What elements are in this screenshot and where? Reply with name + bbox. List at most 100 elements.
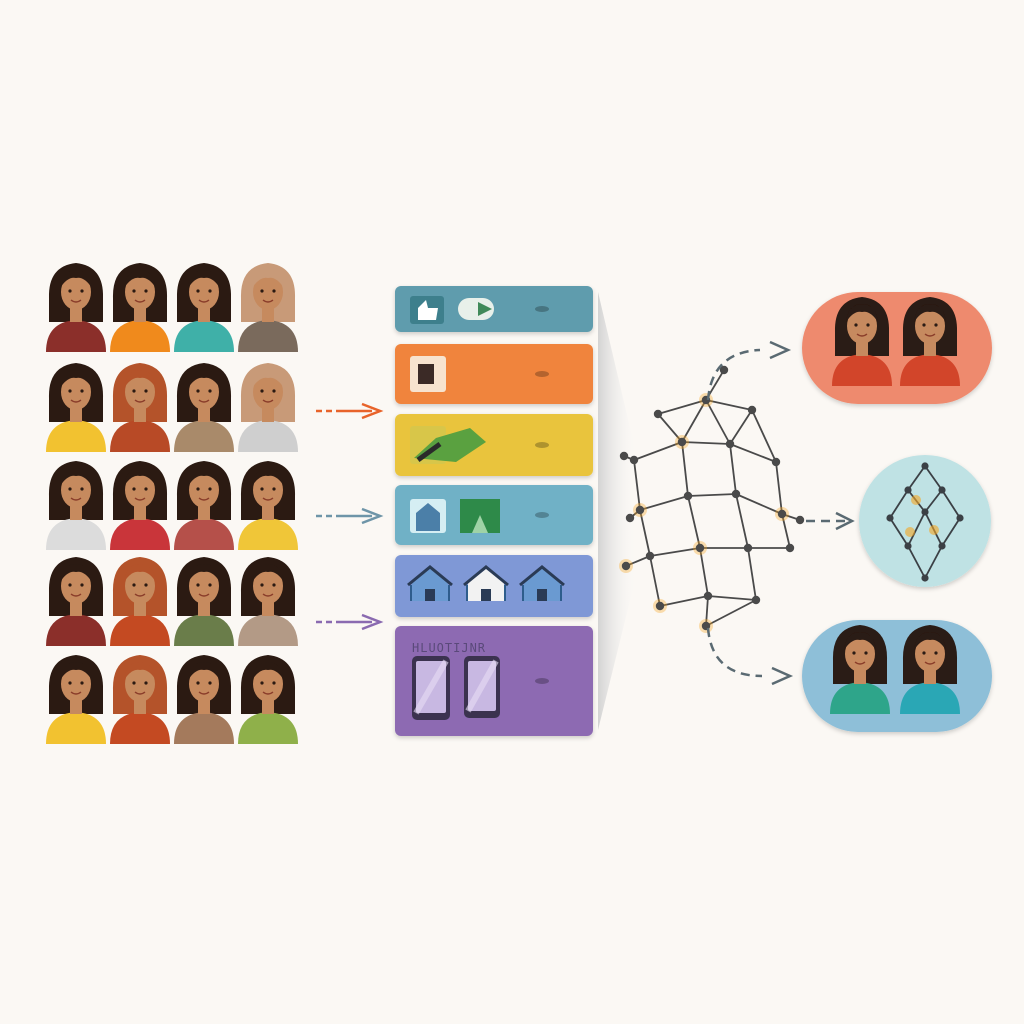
mini-edge-7 [889,517,909,547]
house-icon-3 [519,565,565,601]
category-panel-2 [395,344,593,404]
mini-edge-11 [907,545,926,579]
network-node-19 [751,595,761,605]
category-panels: HLUOTIJNR [395,286,593,736]
house-icon [407,565,565,601]
output-group-top [802,292,992,404]
network-edge-9 [681,441,731,445]
mini-edge-6 [941,489,961,519]
mini-node-2 [904,486,912,494]
person-r5-c3 [174,655,234,744]
category-panel-1 [395,286,593,332]
output-connectors [706,340,855,686]
network-edge-21 [735,493,749,549]
network-edge-28 [747,547,757,601]
network-edge-29 [659,595,709,607]
person-r1-c1 [46,263,106,352]
panel-dot [535,442,549,448]
person-r1-c4 [238,263,298,352]
output-person-bottom-2 [900,625,960,714]
person-r4-c2 [110,557,170,646]
person-r2-c3 [174,363,234,452]
network-edge-31 [705,595,709,627]
network-edge-27 [699,547,709,597]
network-node-4 [629,455,639,465]
output-person-top-1 [832,297,892,386]
category-panel-5 [395,555,593,617]
mini-node-6 [956,514,964,522]
moon-icon [410,356,488,392]
network-node-16 [785,543,795,553]
network-node-8 [635,505,645,515]
arrowhead-bottom [771,666,794,686]
mini-edge-10 [941,517,961,547]
connector-bottom [706,627,763,678]
network-edge-15 [639,495,689,511]
output-person-top-2 [900,297,960,386]
input-arrow-3 [316,613,384,631]
person-r3-c2 [110,461,170,550]
mini-edge-2 [924,465,943,491]
network-edge-7 [751,409,777,463]
network-node-10 [731,489,741,499]
people-grid [46,263,298,744]
building-icon [410,499,500,533]
panel-label: HLUOTIJNR [412,641,486,655]
person-r4-c1 [46,557,106,646]
network-node-3 [747,405,757,415]
network-node-14 [695,543,705,553]
network-edges [623,369,801,627]
category-panel-3 [395,414,593,476]
mini-glow-1 [911,495,921,505]
thumbs-up-icon [410,296,494,324]
network-edge-14 [775,461,783,515]
mini-node-9 [921,574,929,582]
house-icon-2 [463,565,509,601]
phone-icon [412,656,500,720]
person-r3-c4 [238,461,298,550]
network-edge-8 [633,441,683,461]
network-edge-26 [649,555,661,607]
network-node-15 [743,543,753,553]
network-node-11 [777,509,787,519]
network-edge-19 [639,509,651,557]
mini-node-3 [938,486,946,494]
panel-dot [535,306,549,312]
network-edge-5 [705,399,731,445]
input-arrows [316,402,384,631]
network-edge-16 [687,493,737,497]
network-nodes [619,365,805,633]
network-edge-12 [681,441,689,497]
person-r5-c4 [238,655,298,744]
arrowhead-middle [835,511,855,531]
network-node-9 [683,491,693,501]
person-r2-c1 [46,363,106,452]
house-icon-1 [407,565,453,601]
person-r5-c1 [46,655,106,744]
leaf-icon [410,426,486,464]
mini-node-1 [921,462,929,470]
person-r3-c3 [174,461,234,550]
mini-glow-3 [905,527,915,537]
person-r4-c3 [174,557,234,646]
network-node-17 [655,601,665,611]
output-group-middle [859,455,991,587]
person-r3-c1 [46,461,106,550]
network-edge-13 [729,443,737,495]
mini-edge-12 [924,545,943,579]
network-edge-10 [729,443,777,463]
network-node-24 [719,365,729,375]
mini-edge-1 [907,465,926,491]
person-r2-c2 [110,363,170,452]
person-r4-c4 [238,557,298,646]
mini-glow-2 [929,525,939,535]
network-edge-2 [705,399,753,411]
network-edge-20 [687,495,701,549]
funnel-shadow [598,292,640,730]
arrowhead-top [769,340,792,360]
person-r2-c4 [238,363,298,452]
mini-edge-5 [924,489,943,513]
input-arrow-1 [316,402,384,420]
network-edge-11 [633,459,641,511]
person-r1-c3 [174,263,234,352]
